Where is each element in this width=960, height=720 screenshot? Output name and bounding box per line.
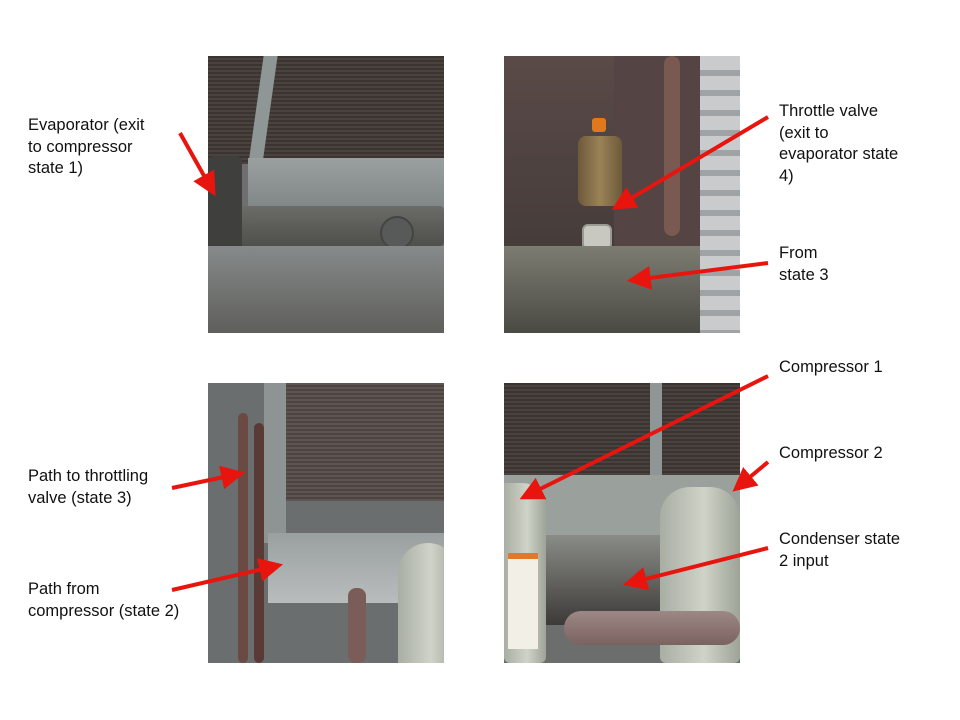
support-strut: [650, 383, 662, 475]
compressor-shell: [398, 543, 444, 663]
label-path-to-throttling-valve: Path to throttling valve (state 3): [28, 467, 149, 507]
label-condenser-state-2-input: Condenser state 2 input: [779, 530, 901, 570]
valve-body: [578, 136, 622, 206]
sheet-metal-panel: [248, 158, 444, 214]
support-strut: [264, 383, 286, 543]
label-evaporator: Evaporator (exit to compressor state 1): [28, 116, 145, 177]
discharge-line: [254, 423, 264, 663]
label-compressor-1: Compressor 1: [779, 358, 883, 376]
lower-fittings: [504, 246, 700, 333]
photo-evaporator: [208, 56, 444, 333]
label-compressor-2: Compressor 2: [779, 444, 883, 462]
valve-cap: [592, 118, 606, 132]
arrow-compressor-2: [732, 460, 770, 492]
photo-piping: [208, 383, 444, 663]
warning-sticker: [508, 553, 538, 649]
label-from-state-3: From state 3: [779, 244, 829, 284]
lower-frame: [208, 246, 444, 333]
condenser-coil: [504, 383, 740, 475]
flange: [380, 216, 414, 250]
label-throttle-valve: Throttle valve (exit to evaporator state…: [779, 102, 899, 185]
copper-bend: [348, 588, 366, 663]
discharge-pipe: [564, 611, 740, 645]
photo-compressors: [504, 383, 740, 663]
fin-guard: [700, 56, 740, 333]
photo-throttle-valve: [504, 56, 740, 333]
liquid-line: [238, 413, 248, 663]
coil-fins: [208, 56, 444, 164]
copper-pipe: [664, 56, 680, 236]
fitting-nut: [582, 224, 612, 250]
label-path-from-compressor: Path from compressor (state 2): [28, 580, 180, 620]
condenser-coil: [284, 383, 444, 501]
